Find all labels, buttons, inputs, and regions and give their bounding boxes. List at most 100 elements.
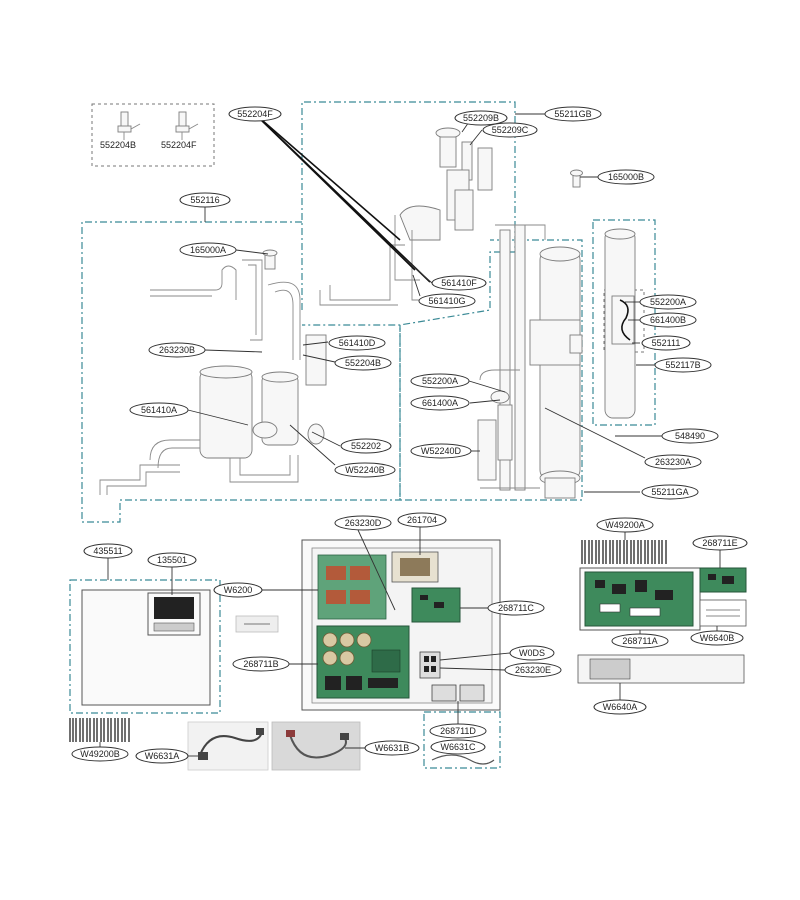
- svg-text:263230B: 263230B: [159, 345, 195, 355]
- svg-text:552204F: 552204F: [237, 109, 273, 119]
- svg-text:W6631A: W6631A: [145, 751, 180, 761]
- callout-268711A: 268711A: [611, 633, 669, 649]
- svg-text:552200A: 552200A: [650, 297, 686, 307]
- valve-inset: 552204B 552204F: [91, 103, 215, 167]
- cable-W6631C-drawing: [431, 754, 495, 765]
- callout-263230A: 263230A: [644, 454, 702, 470]
- svg-text:W49200B: W49200B: [80, 749, 120, 759]
- callout-55211GA: 55211GA: [641, 484, 699, 500]
- svg-text:552204B: 552204B: [345, 358, 381, 368]
- svg-text:263230D: 263230D: [345, 518, 382, 528]
- svg-text:552202: 552202: [351, 441, 381, 451]
- callout-135501: 135501: [147, 552, 197, 568]
- callout-labels: 552204F 552209B 552209C 55211GB 165000B …: [71, 106, 748, 764]
- svg-text:661400B: 661400B: [650, 315, 686, 325]
- inset-label-552204F: 552204F: [161, 140, 197, 150]
- svg-text:548490: 548490: [675, 431, 705, 441]
- svg-text:263230A: 263230A: [655, 457, 691, 467]
- callout-548490: 548490: [661, 428, 719, 444]
- callout-W6640B: W6640B: [690, 630, 744, 646]
- harness-photo-W6631A: [187, 721, 269, 771]
- inset-label-552204B: 552204B: [100, 140, 136, 150]
- barcode-W49200A: [581, 540, 667, 564]
- callout-W6200: W6200: [213, 582, 263, 598]
- svg-text:W52240D: W52240D: [421, 446, 462, 456]
- svg-text:268711D: 268711D: [440, 726, 476, 736]
- callout-268711C: 268711C: [487, 600, 545, 616]
- svg-text:552209C: 552209C: [492, 125, 529, 135]
- callout-W49200A: W49200A: [596, 517, 654, 533]
- leader-lines: [99, 113, 721, 757]
- harness-photo-W6631B: [271, 721, 361, 771]
- svg-text:435511: 435511: [93, 546, 122, 556]
- callout-435511: 435511: [83, 543, 133, 559]
- callout-165000B: 165000B: [597, 169, 655, 185]
- svg-text:W6640B: W6640B: [700, 633, 735, 643]
- svg-text:552200A: 552200A: [422, 376, 458, 386]
- svg-text:W6200: W6200: [224, 585, 253, 595]
- callout-552209B: 552209B: [454, 110, 508, 126]
- callout-561410G: 561410G: [418, 293, 476, 309]
- callout-268711E: 268711E: [692, 535, 748, 551]
- cable-box-268711D: [423, 711, 501, 769]
- callout-263230E: 263230E: [504, 662, 562, 678]
- callout-W6631A: W6631A: [135, 748, 189, 764]
- svg-text:268711E: 268711E: [702, 538, 737, 548]
- callout-W6640A: W6640A: [593, 699, 647, 715]
- callout-W6631C: W6631C: [430, 739, 486, 755]
- callout-561410F: 561410F: [431, 275, 487, 291]
- svg-text:W49200A: W49200A: [605, 520, 645, 530]
- svg-text:561410G: 561410G: [428, 296, 465, 306]
- callout-552204B: 552204B: [334, 355, 392, 371]
- callout-261704: 261704: [397, 512, 447, 528]
- svg-text:W6631C: W6631C: [440, 742, 476, 752]
- svg-text:561410A: 561410A: [141, 405, 177, 415]
- callout-552117B: 552117B: [654, 357, 712, 373]
- valve-552204F-drawing: [175, 111, 199, 140]
- control-box-assembly: [235, 539, 501, 711]
- callout-263230D: 263230D: [334, 515, 392, 531]
- main-board-assembly: [577, 567, 747, 684]
- svg-text:552117B: 552117B: [665, 360, 700, 370]
- callout-W6631B: W6631B: [364, 740, 420, 756]
- callout-661400B: 661400B: [639, 312, 697, 328]
- svg-text:552111: 552111: [652, 338, 681, 348]
- svg-text:261704: 261704: [407, 515, 437, 525]
- callout-165000A: 165000A: [179, 242, 237, 258]
- svg-text:165000A: 165000A: [190, 245, 226, 255]
- callout-661400A: 661400A: [410, 395, 470, 411]
- callout-552111: 552111: [641, 335, 691, 351]
- callout-552209C: 552209C: [482, 122, 538, 138]
- svg-text:268711A: 268711A: [622, 636, 657, 646]
- svg-text:263230E: 263230E: [515, 665, 551, 675]
- svg-text:135501: 135501: [157, 555, 187, 565]
- svg-text:55211GA: 55211GA: [651, 487, 688, 497]
- callout-W0DS: W0DS: [509, 645, 555, 661]
- callout-561410D: 561410D: [328, 335, 386, 351]
- svg-text:55211GB: 55211GB: [554, 109, 591, 119]
- callout-552200A-mid: 552200A: [410, 373, 470, 389]
- svg-text:W6631B: W6631B: [375, 743, 410, 753]
- callout-268711D: 268711D: [429, 723, 487, 739]
- callout-552204F: 552204F: [228, 106, 282, 122]
- svg-text:268711B: 268711B: [243, 659, 278, 669]
- svg-text:268711C: 268711C: [498, 603, 534, 613]
- svg-text:165000B: 165000B: [608, 172, 644, 182]
- callout-W52240D: W52240D: [410, 443, 472, 459]
- callout-552200A-top: 552200A: [639, 294, 697, 310]
- callout-552116: 552116: [179, 192, 231, 208]
- svg-text:W0DS: W0DS: [519, 648, 545, 658]
- callout-268711B: 268711B: [232, 656, 290, 672]
- svg-text:552116: 552116: [190, 195, 219, 205]
- svg-text:561410F: 561410F: [441, 278, 477, 288]
- svg-text:W6640A: W6640A: [603, 702, 638, 712]
- callout-263230B: 263230B: [148, 342, 206, 358]
- valve-552204B-drawing: [117, 111, 141, 140]
- callout-552202: 552202: [340, 438, 392, 454]
- svg-text:W52240B: W52240B: [345, 465, 385, 475]
- cover-panel-assembly: [69, 579, 221, 714]
- callout-561410A: 561410A: [129, 402, 189, 418]
- callout-W49200B: W49200B: [71, 746, 129, 762]
- svg-text:661400A: 661400A: [422, 398, 458, 408]
